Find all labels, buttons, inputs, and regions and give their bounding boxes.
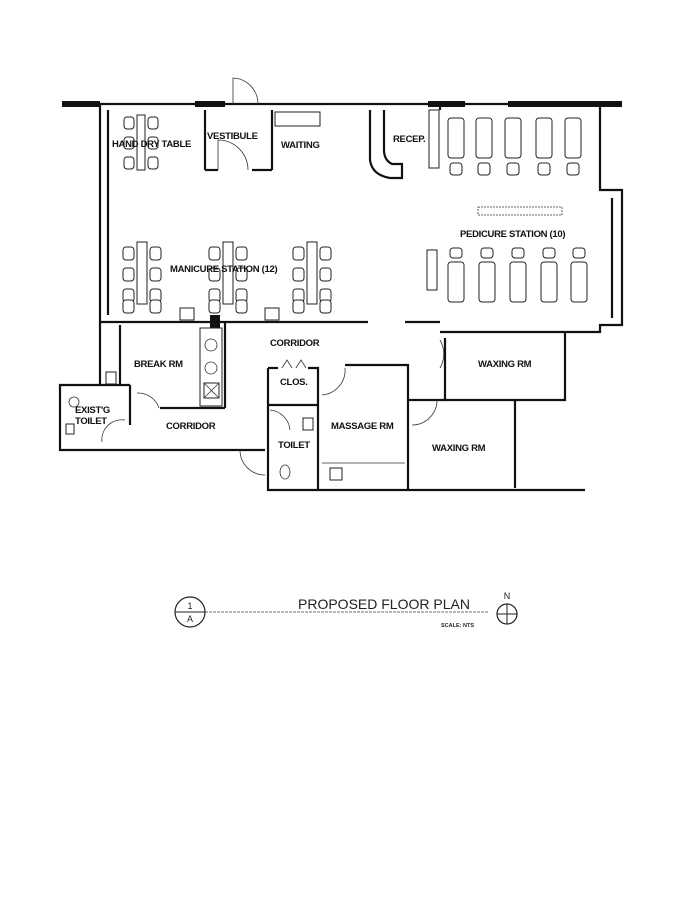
pedicure-chair xyxy=(509,261,527,303)
furniture xyxy=(122,111,588,314)
stool xyxy=(542,247,556,259)
chair xyxy=(208,246,221,261)
label-hand-dry-table: HAND DRY TABLE xyxy=(112,139,191,150)
label-corridor-lower: CORRIDOR xyxy=(166,421,216,432)
hand-dry-table xyxy=(136,114,146,171)
stool xyxy=(572,247,586,259)
chair xyxy=(235,299,248,314)
pedicure-chair xyxy=(504,117,522,159)
pedicure-chair xyxy=(478,261,496,303)
stool xyxy=(480,247,494,259)
label-existing-toilet-1: EXIST'G xyxy=(75,405,110,416)
waiting-sofa xyxy=(274,111,321,127)
pedicure-chair xyxy=(564,117,582,159)
chair xyxy=(208,267,221,282)
scale-note: SCALE: NTS xyxy=(441,623,474,629)
chair xyxy=(122,299,135,314)
pedicure-chair xyxy=(540,261,558,303)
title-block: 1 A PROPOSED FLOOR PLAN SCALE: NTS N xyxy=(174,591,518,629)
stool xyxy=(537,162,551,176)
chair xyxy=(235,246,248,261)
label-corridor-upper: CORRIDOR xyxy=(270,338,320,349)
chair xyxy=(122,267,135,282)
manicure-table xyxy=(222,241,234,305)
stool xyxy=(506,162,520,176)
label-closet: CLOS. xyxy=(280,377,308,388)
manicure-table xyxy=(136,241,148,305)
stool xyxy=(449,162,463,176)
pedicure-counter xyxy=(477,206,563,216)
chair xyxy=(319,267,332,282)
label-waxing-room-2: WAXING RM xyxy=(432,443,486,454)
label-break-room: BREAK RM xyxy=(134,359,183,370)
chair xyxy=(149,246,162,261)
chair xyxy=(319,246,332,261)
chair xyxy=(235,267,248,282)
label-reception: RECEP. xyxy=(393,134,425,145)
stool xyxy=(449,247,463,259)
chair xyxy=(292,267,305,282)
chair xyxy=(147,136,159,150)
pedicure-chair xyxy=(475,117,493,159)
chair xyxy=(292,246,305,261)
label-toilet: TOILET xyxy=(278,440,310,451)
north-label: N xyxy=(504,591,511,601)
pedicure-chair xyxy=(570,261,588,303)
sheet-number: A xyxy=(187,614,193,624)
chair xyxy=(123,116,135,130)
pedicure-chair xyxy=(447,117,465,159)
chair xyxy=(123,156,135,170)
chair xyxy=(319,299,332,314)
label-waiting: WAITING xyxy=(281,140,320,151)
label-vestibule: VESTIBULE xyxy=(207,131,258,142)
stool xyxy=(566,162,580,176)
north-arrow-icon xyxy=(496,603,518,625)
chair xyxy=(147,156,159,170)
label-waxing-room-1: WAXING RM xyxy=(478,359,532,370)
chair xyxy=(122,246,135,261)
stool xyxy=(477,162,491,176)
stool xyxy=(511,247,525,259)
label-manicure-station: MANICURE STATION (12) xyxy=(170,264,277,275)
pedicure-chair xyxy=(535,117,553,159)
label-massage-room: MASSAGE RM xyxy=(331,421,394,432)
chair xyxy=(208,299,221,314)
pedicure-chair xyxy=(447,261,465,303)
walls xyxy=(58,77,624,492)
label-pedicure-station: PEDICURE STATION (10) xyxy=(460,229,565,240)
plan-title: PROPOSED FLOOR PLAN xyxy=(298,596,470,612)
chair xyxy=(149,299,162,314)
cabinet xyxy=(426,249,438,291)
manicure-table xyxy=(306,241,318,305)
detail-number: 1 xyxy=(187,601,192,611)
chair xyxy=(123,136,135,150)
chair xyxy=(292,299,305,314)
label-existing-toilet-2: TOILET xyxy=(75,416,107,427)
chair xyxy=(147,116,159,130)
chair xyxy=(149,267,162,282)
